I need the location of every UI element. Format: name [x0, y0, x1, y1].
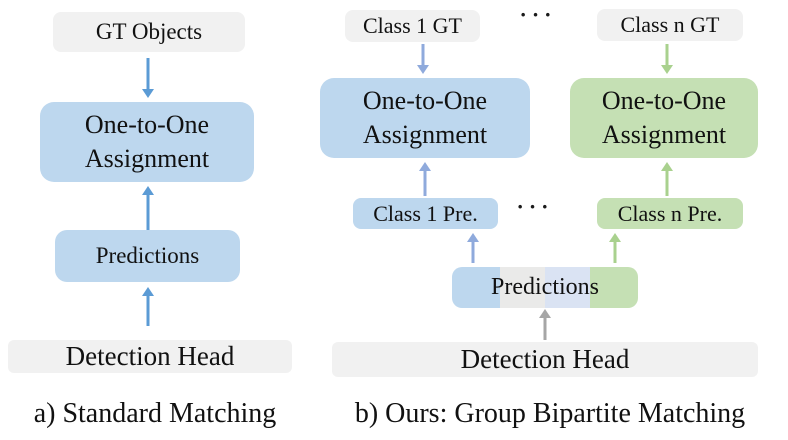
predictions-segment-class1	[452, 267, 500, 308]
predictions-segment-classn	[590, 267, 638, 308]
caption-group-bipartite-matching: b) Ours: Group Bipartite Matching	[354, 398, 746, 429]
arrow-predictions-to-assignment	[141, 186, 155, 232]
arrow-gt-to-assignment	[141, 58, 155, 98]
predictions-segment-paleblue	[545, 267, 590, 308]
predictions-grouped-box: Predictions	[452, 267, 638, 308]
arrow-classn-pre-to-assignment	[660, 162, 674, 196]
arrow-predictions-to-class1-pre	[466, 233, 480, 263]
arrow-predictions-to-classn-pre	[608, 233, 622, 263]
arrow-class1-gt-to-assignment	[416, 44, 430, 74]
one-to-one-assignment-classn-box: One-to-One Assignment	[570, 78, 758, 158]
class1-pre-box: Class 1 Pre.	[353, 198, 498, 229]
class1-gt-box: Class 1 GT	[345, 10, 480, 42]
classn-pre-box: Class n Pre.	[597, 198, 743, 229]
detection-head-box: Detection Head	[8, 340, 292, 373]
detection-head-grouped-box: Detection Head	[332, 342, 758, 377]
caption-standard-matching: a) Standard Matching	[33, 398, 277, 429]
predictions-box: Predictions	[55, 230, 240, 282]
predictions-grouped-label: Predictions	[491, 274, 599, 300]
one-to-one-assignment-class1-box: One-to-One Assignment	[320, 78, 530, 158]
predictions-segment-gray	[500, 267, 545, 308]
one-to-one-assignment-box: One-to-One Assignment	[40, 102, 254, 182]
ellipsis-middle: ···	[516, 194, 554, 219]
arrow-class1-pre-to-assignment	[418, 162, 432, 196]
arrow-head-to-predictions-grouped	[538, 309, 552, 340]
gt-objects-box: GT Objects	[53, 12, 245, 52]
arrow-classn-gt-to-assignment	[660, 44, 674, 74]
ellipsis-top: ···	[519, 2, 557, 27]
classn-gt-box: Class n GT	[597, 9, 743, 41]
arrow-head-to-predictions	[141, 287, 155, 326]
